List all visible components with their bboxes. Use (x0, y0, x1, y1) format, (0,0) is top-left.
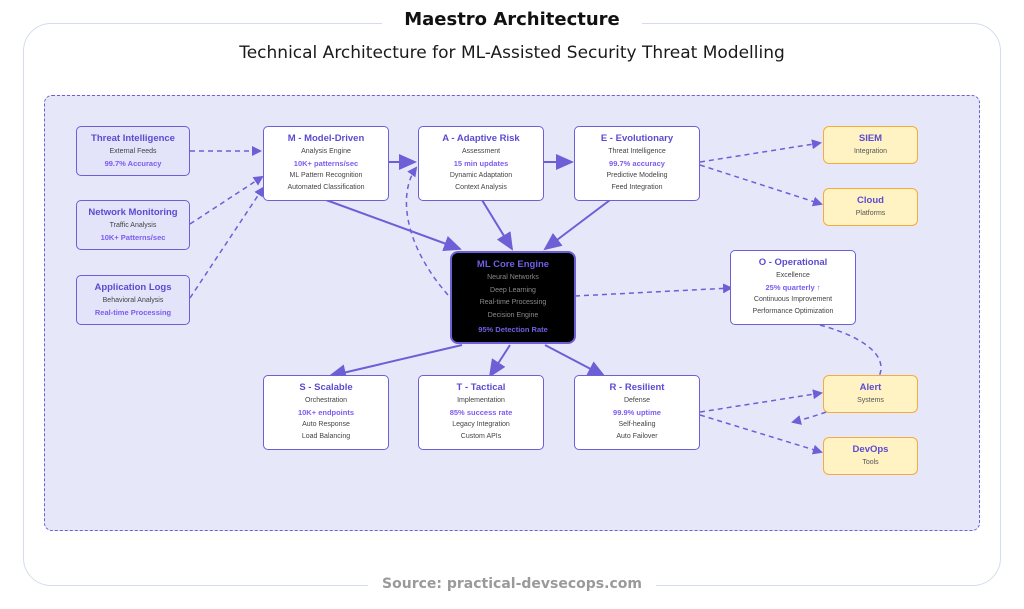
maestro-a-adaptive-risk[interactable]: A - Adaptive Risk Assessment 15 min upda… (418, 126, 544, 201)
node-feature: Dynamic Adaptation (449, 172, 513, 179)
node-title: SIEM (858, 132, 883, 144)
node-subtitle: Traffic Analysis (109, 221, 157, 229)
node-feature: Decision Engine (487, 311, 539, 319)
node-metric: 85% success rate (449, 408, 513, 417)
node-feature: Deep Learning (490, 286, 536, 294)
node-feature: Auto Response (302, 421, 350, 428)
output-cloud[interactable]: Cloud Platforms (823, 188, 918, 226)
node-feature: Performance Optimization (752, 308, 834, 315)
node-title: A - Adaptive Risk (442, 133, 520, 144)
node-feature: Auto Failover (616, 433, 658, 440)
node-title: DevOps (852, 443, 889, 455)
node-feature: Continuous Improvement (753, 296, 833, 303)
input-network-monitoring[interactable]: Network Monitoring Traffic Analysis 10K+… (76, 200, 190, 250)
page-subtitle: Technical Architecture for ML-Assisted S… (239, 43, 785, 63)
node-feature: Context Analysis (455, 184, 507, 191)
node-feature: Real-time Processing (479, 299, 547, 306)
node-subtitle: Systems (857, 396, 884, 404)
node-metric: 99.7% accuracy (609, 159, 665, 168)
node-metric: Real-time Processing (94, 307, 172, 317)
maestro-e-evolutionary[interactable]: E - Evolutionary Threat Intelligence 99.… (574, 126, 700, 201)
node-title: M - Model-Driven (287, 133, 365, 144)
node-subtitle: Defense (623, 397, 651, 404)
input-threat-intelligence[interactable]: Threat Intelligence External Feeds 99.7%… (76, 126, 190, 176)
node-title: E - Evolutionary (600, 133, 674, 144)
node-feature: Self-healing (618, 421, 656, 428)
node-feature: Legacy Integration (452, 421, 510, 428)
node-title: Network Monitoring (88, 206, 178, 218)
node-feature: Feed Integration (611, 184, 663, 191)
maestro-s-scalable[interactable]: S - Scalable Orchestration 10K+ endpoint… (263, 375, 389, 450)
node-title: O - Operational (758, 257, 828, 268)
ml-core-engine[interactable]: ML Core Engine Neural Networks Deep Lear… (450, 251, 576, 344)
source-caption: Source: practical-devsecops.com (0, 576, 1024, 592)
node-subtitle: Integration (853, 147, 888, 155)
node-feature: Load Balancing (301, 433, 351, 440)
node-title: R - Resilient (609, 382, 665, 393)
page-title-text: Maestro Architecture (382, 9, 642, 30)
node-subtitle: Implementation (457, 397, 505, 404)
page-title: Maestro Architecture (0, 9, 1024, 30)
maestro-m-model-driven[interactable]: M - Model-Driven Analysis Engine 10K+ pa… (263, 126, 389, 201)
node-feature: Automated Classification (287, 184, 365, 191)
node-subtitle: Analysis Engine (301, 148, 351, 155)
node-feature: Neural Networks (487, 274, 539, 281)
maestro-o-operational[interactable]: O - Operational Excellence 25% quarterly… (730, 250, 856, 325)
node-metric: 25% quarterly ↑ (765, 283, 821, 292)
node-title: Threat Intelligence (91, 132, 175, 144)
node-metric: 15 min updates (453, 159, 509, 168)
output-siem[interactable]: SIEM Integration (823, 126, 918, 164)
node-subtitle: Assessment (461, 148, 501, 155)
node-title: Application Logs (94, 281, 172, 293)
node-subtitle: Behavioral Analysis (102, 296, 164, 304)
node-feature: Custom APIs (460, 433, 502, 440)
node-subtitle: External Feeds (109, 147, 157, 155)
node-title: Cloud (857, 194, 884, 206)
node-subtitle: Orchestration (304, 397, 348, 404)
node-metric: 95% Detection Rate (478, 325, 548, 334)
node-metric: 99.9% uptime (613, 408, 661, 417)
node-title: Alert (859, 381, 882, 393)
node-title: ML Core Engine (476, 259, 550, 270)
maestro-t-tactical[interactable]: T - Tactical Implementation 85% success … (418, 375, 544, 450)
output-alert[interactable]: Alert Systems (823, 375, 918, 413)
node-feature: Predictive Modeling (606, 172, 668, 179)
node-title: T - Tactical (456, 382, 506, 393)
input-application-logs[interactable]: Application Logs Behavioral Analysis Rea… (76, 275, 190, 325)
output-devops[interactable]: DevOps Tools (823, 437, 918, 475)
maestro-r-resilient[interactable]: R - Resilient Defense 99.9% uptime Self-… (574, 375, 700, 450)
node-subtitle: Threat Intelligence (608, 148, 666, 155)
node-subtitle: Excellence (776, 272, 810, 279)
node-subtitle: Platforms (855, 209, 886, 217)
node-metric: 10K+ endpoints (297, 408, 355, 417)
node-feature: ML Pattern Recognition (289, 172, 363, 179)
node-title: S - Scalable (299, 382, 353, 393)
node-metric: 10K+ patterns/sec (293, 159, 359, 168)
source-text: Source: practical-devsecops.com (368, 576, 656, 592)
node-metric: 99.7% Accuracy (104, 158, 162, 168)
node-metric: 10K+ Patterns/sec (100, 232, 166, 242)
node-subtitle: Tools (862, 458, 879, 466)
